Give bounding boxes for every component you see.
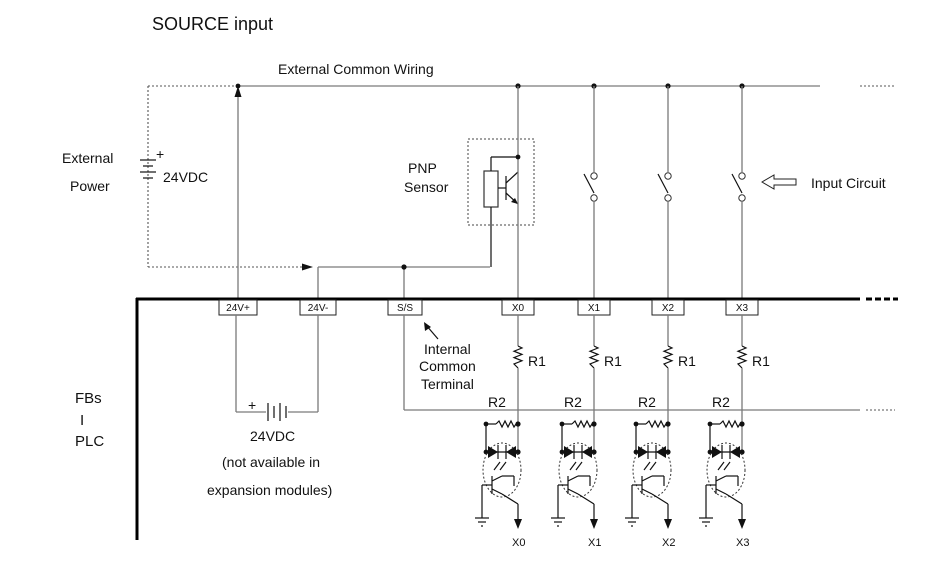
external-power-label-line1: External bbox=[62, 150, 113, 166]
resistor-r1-x3 bbox=[736, 345, 748, 369]
internal-power-note-line2: expansion modules) bbox=[207, 482, 332, 498]
internal-common-label-line1: Internal bbox=[424, 341, 471, 357]
input-switch-x3 bbox=[731, 86, 746, 298]
plc-label-line1: FBs bbox=[75, 390, 102, 407]
resistor-r1-label-x1: R1 bbox=[604, 353, 622, 369]
plc-label-line2: I bbox=[80, 412, 84, 429]
resistor-r1-label-x0: R1 bbox=[528, 353, 546, 369]
terminal-24v-minus: 24V- bbox=[299, 299, 337, 316]
external-common-wiring: External Common Wiring bbox=[148, 61, 895, 89]
optocoupler-x0 bbox=[482, 442, 522, 498]
resistor-r2-x1 bbox=[571, 419, 594, 429]
internal-power-note-line1: (not available in bbox=[222, 454, 320, 470]
terminal-x2: X2 bbox=[651, 299, 685, 316]
terminal-24v-plus: 24V+ bbox=[218, 299, 258, 316]
terminal-label-ss: S/S bbox=[397, 303, 413, 314]
terminal-x1: X1 bbox=[577, 299, 611, 316]
diagram-title: SOURCE input bbox=[152, 14, 273, 34]
input-circuit-pointer: Input Circuit bbox=[761, 174, 886, 191]
terminal-label-x2: X2 bbox=[662, 303, 675, 314]
resistor-r1-label-x3: R1 bbox=[752, 353, 770, 369]
output-label-x3: X3 bbox=[736, 537, 749, 549]
internal-common-line: Internal Common Terminal bbox=[403, 315, 895, 411]
output-arrow-x2 bbox=[664, 519, 672, 529]
resistor-r1-x2 bbox=[662, 345, 674, 369]
output-label-x2: X2 bbox=[662, 537, 675, 549]
input-switch-x2 bbox=[657, 86, 672, 298]
resistor-r2-x0 bbox=[495, 419, 518, 429]
output-arrow-x0 bbox=[514, 519, 522, 529]
external-common-wiring-label: External Common Wiring bbox=[278, 61, 434, 77]
resistor-r1-x0 bbox=[512, 345, 524, 369]
external-power-label-line2: Power bbox=[70, 178, 110, 194]
internal-common-label-line3: Terminal bbox=[421, 376, 474, 392]
input-switch-x1 bbox=[583, 86, 598, 298]
external-power-voltage: 24VDC bbox=[163, 169, 208, 185]
internal-common-label-line2: Common bbox=[419, 358, 476, 374]
internal-power-supply: + 24VDC (not available in expansion modu… bbox=[207, 315, 332, 498]
resistor-r1-label-x2: R1 bbox=[678, 353, 696, 369]
optocoupler-x3 bbox=[706, 442, 746, 498]
resistor-r2-label-x1: R2 bbox=[564, 394, 582, 410]
wire-24v-minus bbox=[302, 263, 490, 298]
terminal-label-x1: X1 bbox=[588, 303, 601, 314]
optocoupler-x2 bbox=[632, 442, 672, 498]
resistor-r2-label-x3: R2 bbox=[712, 394, 730, 410]
output-label-x1: X1 bbox=[588, 537, 601, 549]
resistor-r2-x3 bbox=[719, 419, 742, 429]
external-power-supply: + 24VDC External Power bbox=[62, 86, 305, 268]
plc-label: FBs I PLC bbox=[75, 390, 104, 450]
output-arrow-x3 bbox=[738, 519, 746, 529]
internal-power-voltage: 24VDC bbox=[250, 428, 295, 444]
terminal-label-24v-minus: 24V- bbox=[308, 303, 329, 314]
optocoupler-x1 bbox=[558, 442, 598, 498]
resistor-r2-x2 bbox=[645, 419, 668, 429]
external-power-plus: + bbox=[156, 146, 164, 162]
wire-24v-plus bbox=[234, 83, 242, 298]
pnp-sensor-label-line1: PNP bbox=[408, 160, 437, 176]
terminal-x3: X3 bbox=[725, 299, 759, 316]
pnp-sensor: PNP Sensor bbox=[404, 86, 535, 298]
output-label-x0: X0 bbox=[512, 537, 525, 549]
internal-power-plus: + bbox=[248, 397, 256, 413]
plc-label-line3: PLC bbox=[75, 433, 104, 450]
terminal-ss: S/S bbox=[387, 299, 423, 316]
resistor-r1-x1 bbox=[588, 345, 600, 369]
plc-boundary bbox=[135, 297, 898, 540]
terminal-block-row: 24V+ 24V- S/S X0 X1 X2 X3 bbox=[218, 299, 759, 316]
resistor-r2-label-x0: R2 bbox=[488, 394, 506, 410]
resistor-r2-label-x2: R2 bbox=[638, 394, 656, 410]
input-circuit-label: Input Circuit bbox=[811, 175, 886, 191]
terminal-label-x3: X3 bbox=[736, 303, 749, 314]
terminal-label-24v-plus: 24V+ bbox=[226, 303, 250, 314]
pnp-sensor-label-line2: Sensor bbox=[404, 179, 449, 195]
output-arrow-x1 bbox=[590, 519, 598, 529]
terminal-x0: X0 bbox=[501, 299, 535, 316]
terminal-label-x0: X0 bbox=[512, 303, 525, 314]
